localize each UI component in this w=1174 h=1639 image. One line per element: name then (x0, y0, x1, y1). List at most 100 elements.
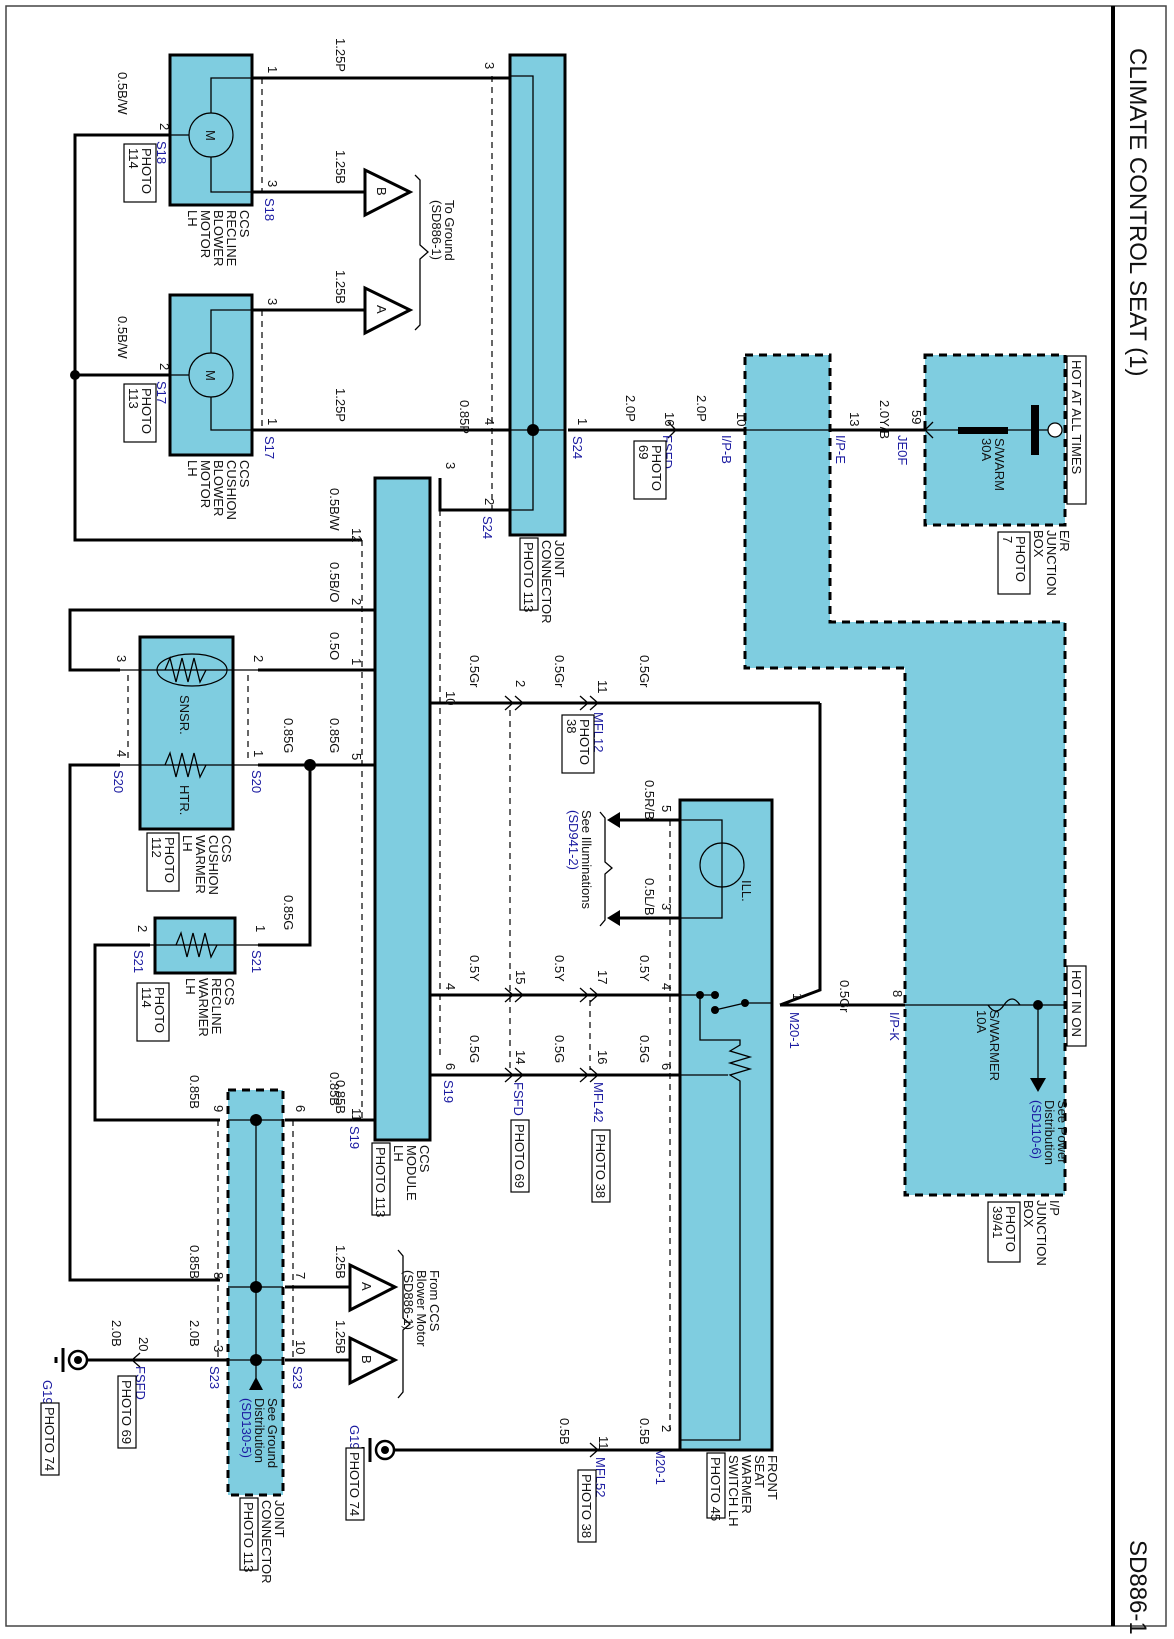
svg-text:HTR.: HTR. (177, 785, 192, 815)
svg-text:MOTOR: MOTOR (198, 460, 213, 508)
svg-text:0.5Y: 0.5Y (637, 955, 652, 982)
svg-text:WARMER: WARMER (196, 978, 211, 1037)
svg-text:4: 4 (114, 750, 129, 757)
svg-text:S23: S23 (290, 1366, 305, 1389)
svg-text:RECLINE: RECLINE (224, 210, 239, 267)
svg-text:2: 2 (135, 925, 150, 932)
svg-text:8: 8 (890, 990, 905, 997)
svg-text:M20-1: M20-1 (787, 1012, 802, 1049)
svg-text:39/41: 39/41 (990, 1206, 1005, 1239)
svg-text:MFL42: MFL42 (591, 1082, 606, 1122)
svg-text:0.85B: 0.85B (333, 1080, 348, 1114)
svg-text:2: 2 (157, 123, 172, 130)
ground-distribution-arrow-icon (249, 1377, 263, 1390)
svg-text:Distribution: Distribution (1042, 1100, 1057, 1165)
svg-text:10: 10 (443, 691, 458, 705)
svg-text:1.25B: 1.25B (333, 1320, 348, 1354)
arrow-icon (607, 910, 620, 926)
svg-text:S19: S19 (441, 1080, 456, 1103)
sheet-frame (5, 5, 1167, 1627)
svg-text:1: 1 (575, 418, 590, 425)
svg-text:1: 1 (251, 750, 266, 757)
svg-text:11: 11 (595, 680, 610, 694)
svg-text:(SD130-5): (SD130-5) (239, 1398, 254, 1458)
svg-text:114: 114 (139, 987, 154, 1008)
recline-warmer-label: CCS (222, 978, 237, 1006)
svg-text:7: 7 (293, 1272, 308, 1279)
svg-text:S21: S21 (131, 950, 146, 973)
ccs-module (373, 476, 432, 1142)
svg-text:2.0P: 2.0P (694, 395, 709, 422)
switch-contact-icon (714, 1002, 746, 1011)
svg-text:0.5R/B: 0.5R/B (642, 780, 657, 820)
svg-text:PHOTO 38: PHOTO 38 (579, 1474, 594, 1538)
svg-text:BOX: BOX (1031, 530, 1046, 558)
ground-ref-a-icon (363, 285, 414, 336)
svg-text:0.85G: 0.85G (281, 718, 296, 753)
svg-text:SNSR.: SNSR. (177, 695, 192, 735)
fuse-s-warmer-10a-icon (987, 998, 1021, 1012)
svg-text:1.25P: 1.25P (333, 388, 348, 422)
cushion-warmer-label: CCS (219, 835, 234, 863)
svg-text:From CCS: From CCS (427, 1270, 442, 1332)
svg-text:SEAT: SEAT (752, 1455, 767, 1488)
svg-text:16: 16 (595, 1050, 610, 1064)
svg-text:3: 3 (114, 655, 129, 662)
svg-text:PHOTO: PHOTO (1003, 1206, 1018, 1252)
svg-text:0.5G: 0.5G (552, 1035, 567, 1063)
from-blower-b-icon (348, 1335, 399, 1386)
wire-0.5B/O (68, 608, 375, 672)
svg-text:2: 2 (157, 363, 172, 370)
hot-in-on-label: HOT IN ON (1069, 970, 1084, 1037)
svg-text:1: 1 (265, 418, 280, 425)
svg-text:2.0B: 2.0B (187, 1320, 202, 1347)
svg-text:WARMER: WARMER (193, 835, 208, 894)
svg-text:S20: S20 (249, 770, 264, 793)
svg-text:1.25B: 1.25B (333, 1245, 348, 1279)
svg-text:CONNECTOR: CONNECTOR (259, 1500, 274, 1584)
svg-text:PHOTO: PHOTO (649, 445, 664, 491)
svg-text:See Ground: See Ground (265, 1398, 280, 1468)
svg-text:9: 9 (211, 1105, 226, 1112)
svg-text:A: A (359, 1282, 374, 1291)
diagram-title: CLIMATE CONTROL SEAT (1) (1124, 48, 1151, 377)
svg-text:5: 5 (349, 753, 364, 760)
svg-text:G19: G19 (347, 1425, 362, 1450)
svg-text:69: 69 (636, 445, 651, 459)
svg-text:LH: LH (185, 210, 200, 227)
svg-text:ILL.: ILL. (739, 880, 754, 902)
svg-text:(SD886-1): (SD886-1) (401, 1270, 416, 1330)
svg-text:BLOWER: BLOWER (211, 460, 226, 516)
svg-text:I/P-E: I/P-E (833, 435, 848, 464)
svg-text:S23: S23 (207, 1366, 222, 1389)
svg-text:FSFD: FSFD (511, 1082, 526, 1116)
svg-text:G19: G19 (40, 1380, 55, 1405)
svg-text:WARMER: WARMER (739, 1455, 754, 1514)
svg-text:16: 16 (662, 412, 677, 426)
svg-text:S18: S18 (262, 198, 277, 221)
svg-text:JUNCTION: JUNCTION (1044, 530, 1059, 596)
svg-text:PHOTO 113: PHOTO 113 (241, 1502, 256, 1572)
svg-text:2: 2 (349, 598, 364, 605)
sensor-icon (156, 653, 228, 687)
ccs-module-label: CCS (417, 1145, 432, 1173)
recline-blower-motor-label: CCS (237, 210, 252, 238)
joint-connector-bottom-label: JOINT (272, 1500, 287, 1538)
svg-text:3: 3 (482, 62, 497, 69)
svg-text:I/P-B: I/P-B (719, 435, 734, 464)
svg-text:SWITCH LH: SWITCH LH (726, 1455, 741, 1527)
svg-text:3: 3 (443, 462, 458, 469)
svg-text:13: 13 (847, 412, 862, 426)
hot-at-all-times-label: HOT AT ALL TIMES (1069, 360, 1084, 474)
ground-ref-b-icon (363, 167, 414, 218)
svg-text:0.5Y: 0.5Y (467, 955, 482, 982)
svg-text:5: 5 (659, 805, 674, 812)
svg-text:B: B (374, 187, 389, 196)
svg-text:S21: S21 (249, 950, 264, 973)
svg-text:S24: S24 (480, 516, 495, 539)
svg-text:6: 6 (443, 1063, 458, 1070)
svg-text:14: 14 (513, 1050, 528, 1064)
from-blower-a-icon (348, 1262, 399, 1313)
svg-text:PHOTO 38: PHOTO 38 (593, 1134, 608, 1198)
svg-text:0.85B: 0.85B (327, 1072, 342, 1106)
